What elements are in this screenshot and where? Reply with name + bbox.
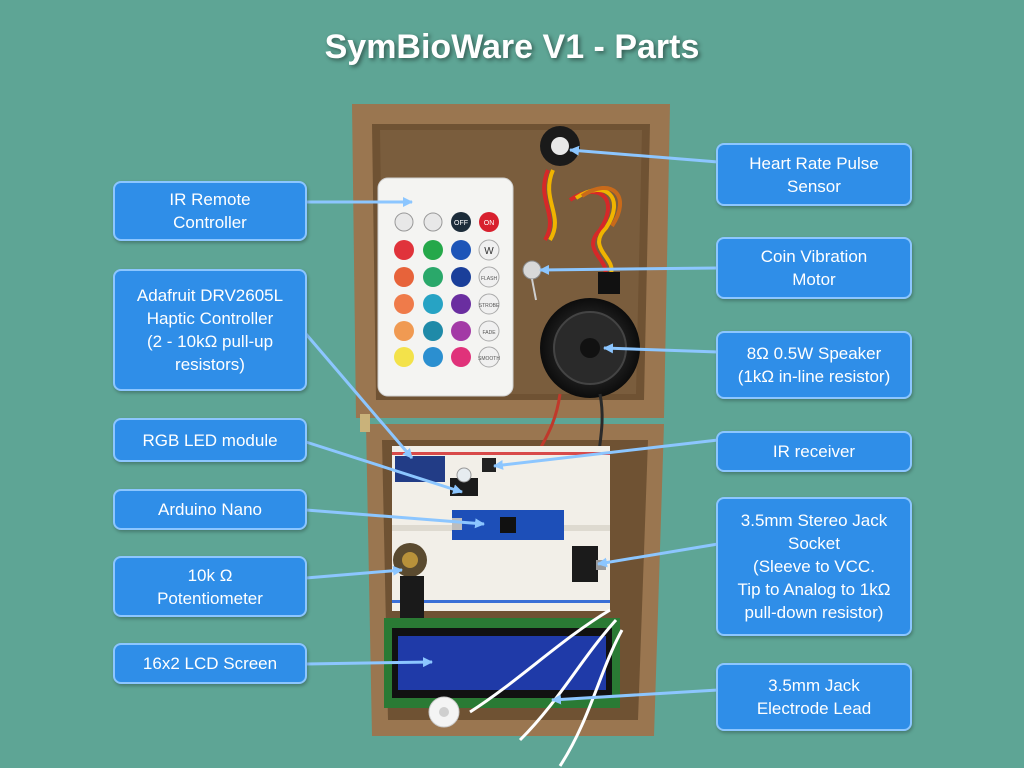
label-jack-socket: 3.5mm Stereo Jack Socket (Sleeve to VCC.… (716, 497, 912, 636)
arrow-rgb-led (305, 440, 463, 495)
arrow-speaker (603, 343, 719, 354)
label-rgb-led-module: RGB LED module (113, 418, 307, 462)
label-electrode-lead: 3.5mm Jack Electrode Lead (716, 663, 912, 731)
remote-flash-label: FLASH (481, 276, 498, 282)
electrode-lead (428, 608, 624, 767)
remote-strobe-label: STROBE (479, 303, 500, 309)
arrow-arduino (305, 508, 485, 529)
diagram-title: SymBioWare V1 - Parts (324, 28, 700, 66)
arrow-haptic (304, 333, 414, 459)
ir-receiver (482, 458, 496, 472)
label-potentiometer: 10k Ω Potentiometer (113, 556, 307, 617)
label-speaker: 8Ω 0.5W Speaker (1kΩ in-line resistor) (716, 331, 912, 399)
arrow-potentiometer (305, 565, 403, 580)
hinge-icon (360, 414, 370, 432)
label-lcd-screen: 16x2 LCD Screen (113, 643, 307, 684)
label-arduino-nano: Arduino Nano (113, 489, 307, 530)
arrow-pulse-sensor (569, 145, 719, 164)
remote-fade-label: FADE (482, 330, 496, 336)
arduino-nano (452, 510, 564, 540)
ir-remote: OFF ON W FLASH STROBE FADE SMOOTH (377, 177, 514, 397)
label-vibration-motor: Coin Vibration Motor (716, 237, 912, 299)
remote-buttons (394, 212, 500, 368)
arrow-lcd (305, 657, 433, 668)
arrow-jack-socket (597, 542, 719, 568)
arrow-ir-receiver (493, 438, 719, 470)
coin-vibration-motor (522, 260, 542, 301)
pulse-sensor (540, 126, 623, 294)
remote-off-label: OFF (454, 220, 468, 227)
potentiometer (393, 543, 427, 620)
arrow-electrode-lead (551, 688, 719, 705)
callout-arrows (304, 145, 719, 705)
remote-w-label: W (484, 246, 494, 257)
label-ir-remote: IR Remote Controller (113, 181, 307, 241)
remote-on-label: ON (484, 220, 495, 227)
label-haptic-controller: Adafruit DRV2605L Haptic Controller (2 -… (113, 269, 307, 391)
speaker (533, 298, 640, 461)
label-pulse-sensor: Heart Rate Pulse Sensor (716, 143, 912, 206)
label-ir-receiver: IR receiver (716, 431, 912, 472)
arrow-vibration-motor (539, 264, 719, 275)
remote-smooth-label: SMOOTH (478, 356, 500, 362)
